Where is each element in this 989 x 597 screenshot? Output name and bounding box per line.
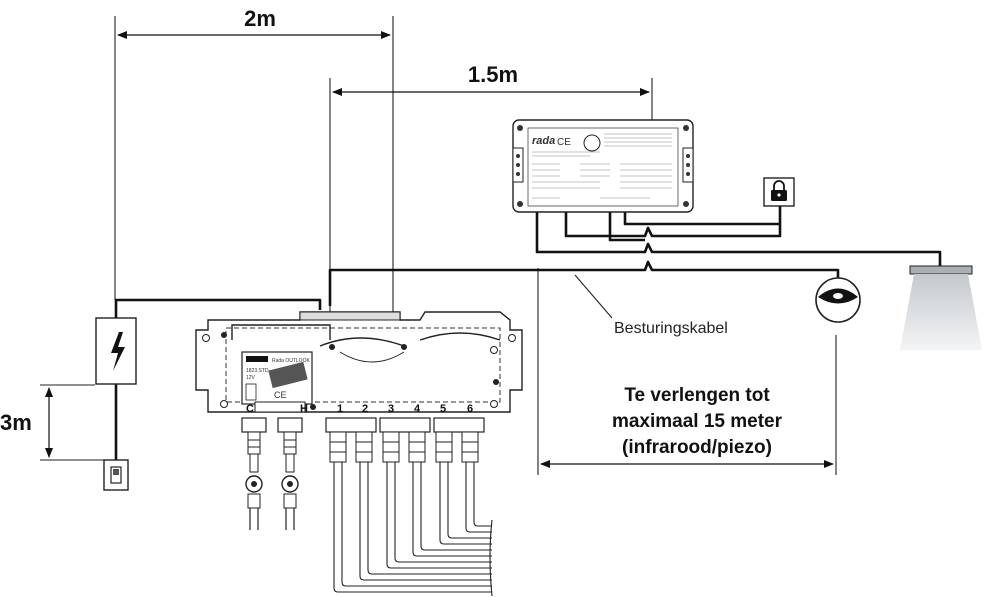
light-fixture — [900, 265, 982, 350]
module-brand: rada — [532, 135, 555, 147]
outlet-numbers: 1 2 3 4 5 6 — [337, 403, 473, 415]
control-cable-label: Besturingskabel — [614, 320, 728, 337]
outlet-label-2: 2 — [362, 403, 368, 415]
dimension-2m: 2m — [114, 6, 394, 312]
dimension-1-5m-label: 1.5m — [468, 62, 518, 87]
cold-label: C — [246, 403, 254, 415]
wall-switch[interactable] — [103, 459, 129, 491]
valve-box-ce: CE — [274, 390, 287, 400]
padlock-icon — [773, 180, 785, 190]
inlet-pipes — [241, 417, 303, 530]
dimension-extension: Te verlengen tot maximaal 15 meter (infr… — [537, 268, 837, 475]
extension-line-2: maximaal 15 meter — [612, 411, 783, 432]
dimension-3m-label: 3m — [0, 410, 32, 435]
wiring: Besturingskabel — [114, 206, 942, 460]
outlet-tubes — [325, 417, 493, 597]
valve-box-code: 1823.STD — [246, 368, 269, 374]
valve-box: Rada OUTLOOK 1823.STD 12V CE C H — [195, 311, 523, 415]
power-supply — [95, 317, 137, 385]
module-ce-mark: CE — [557, 137, 571, 148]
hot-label: H — [300, 403, 308, 415]
outlet-label-3: 3 — [388, 403, 394, 415]
dimension-2m-label: 2m — [244, 6, 276, 31]
outlet-label-1: 1 — [337, 403, 343, 415]
outlet-label-4: 4 — [414, 403, 421, 415]
extension-line-1: Te verlengen tot — [624, 385, 770, 406]
extension-line-3: (infrarood/piezo) — [622, 437, 772, 458]
lock-unit — [763, 177, 795, 207]
sensor — [815, 277, 861, 323]
valve-box-title: Rada OUTLOOK — [272, 358, 310, 364]
dimension-3m: 3m — [0, 384, 108, 461]
control-module: rada CE — [512, 119, 694, 213]
outlet-label-5: 5 — [440, 403, 446, 415]
outlet-label-6: 6 — [467, 403, 473, 415]
valve-box-voltage: 12V — [246, 375, 256, 381]
lightning-icon — [111, 332, 125, 371]
